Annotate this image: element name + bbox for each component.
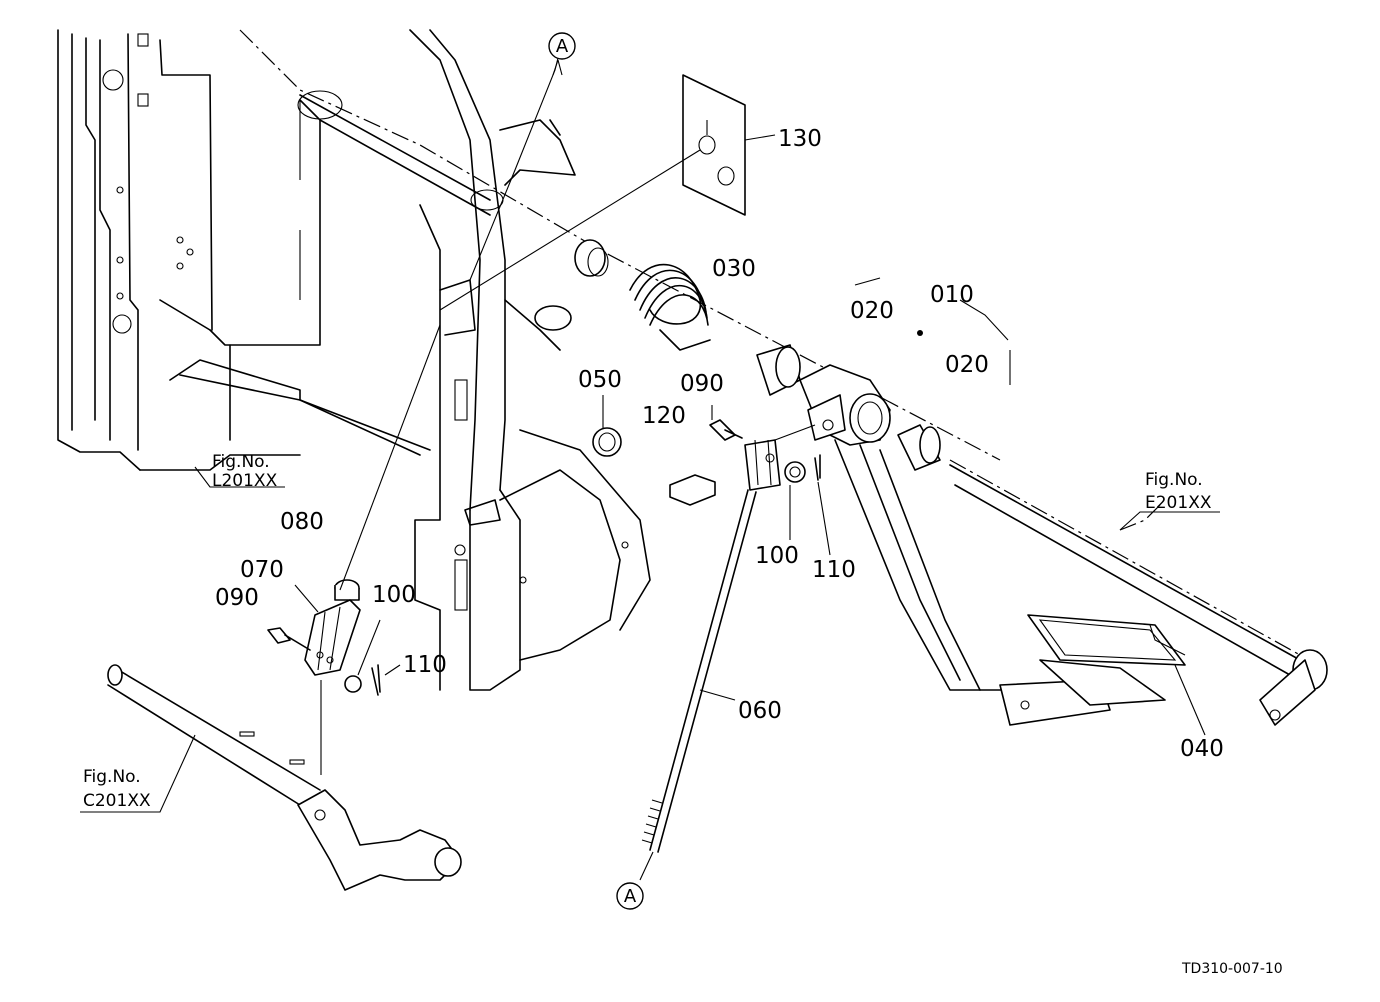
fig-e201-title: Fig.No. — [1145, 470, 1203, 490]
callout-a-bottom-text: A — [624, 886, 637, 907]
lower-clevis-group — [267, 324, 441, 775]
label-050: 050 — [578, 367, 622, 393]
label-020-upper: 020 — [850, 298, 894, 324]
callout-a-top: A — [548, 32, 576, 60]
fig-ref-c201: Fig.No. C201XX — [83, 767, 151, 811]
label-060: 060 — [738, 698, 782, 724]
part-130-plate — [439, 74, 776, 311]
callout-a-leader — [469, 49, 561, 281]
label-100-right: 100 — [755, 543, 799, 569]
part-060-rod — [639, 489, 757, 881]
part-040-pedal-pad — [1027, 614, 1206, 736]
upper-clevis — [669, 405, 831, 556]
label-110-left: 110 — [403, 652, 447, 678]
fig-ref-l201: Fig.No. L201XX — [212, 452, 278, 491]
label-130: 130 — [778, 126, 822, 152]
label-090-left: 090 — [215, 585, 259, 611]
label-110-right: 110 — [812, 557, 856, 583]
callout-a-top-text: A — [556, 36, 569, 57]
callout-a-arrow — [552, 59, 563, 76]
part-050-bushing — [592, 395, 622, 457]
label-040: 040 — [1180, 736, 1224, 762]
part-010-pedal-assembly — [756, 277, 1328, 726]
fig-l201-leader — [194, 466, 285, 488]
callout-a-bottom: A — [616, 882, 644, 910]
fig-c201-code: C201XX — [83, 791, 151, 811]
label-100-left: 100 — [372, 582, 416, 608]
label-020-lower: 020 — [945, 352, 989, 378]
fig-e201-code: E201XX — [1145, 493, 1212, 513]
label-030: 030 — [712, 256, 756, 282]
label-010: 010 — [930, 282, 974, 308]
label-090-right: 090 — [680, 371, 724, 397]
assembly-axis-lines — [239, 29, 1301, 656]
fig-c201-title: Fig.No. — [83, 767, 141, 787]
fig-l201-code: L201XX — [212, 471, 278, 491]
drawing-code: TD310-007-10 — [1181, 961, 1283, 977]
fig-l201-title: Fig.No. — [212, 452, 270, 472]
label-120: 120 — [642, 403, 686, 429]
pedal-bracket-upright — [409, 29, 651, 691]
fig-e201-leader — [1119, 511, 1220, 531]
fig-c201-leader — [80, 734, 196, 813]
chassis-frame — [57, 29, 431, 471]
label-070: 070 — [240, 557, 284, 583]
part-030-spring — [574, 239, 711, 351]
fig-ref-e201: Fig.No. E201XX — [1145, 470, 1212, 513]
c201-lever — [107, 664, 462, 891]
label-080: 080 — [280, 509, 324, 535]
